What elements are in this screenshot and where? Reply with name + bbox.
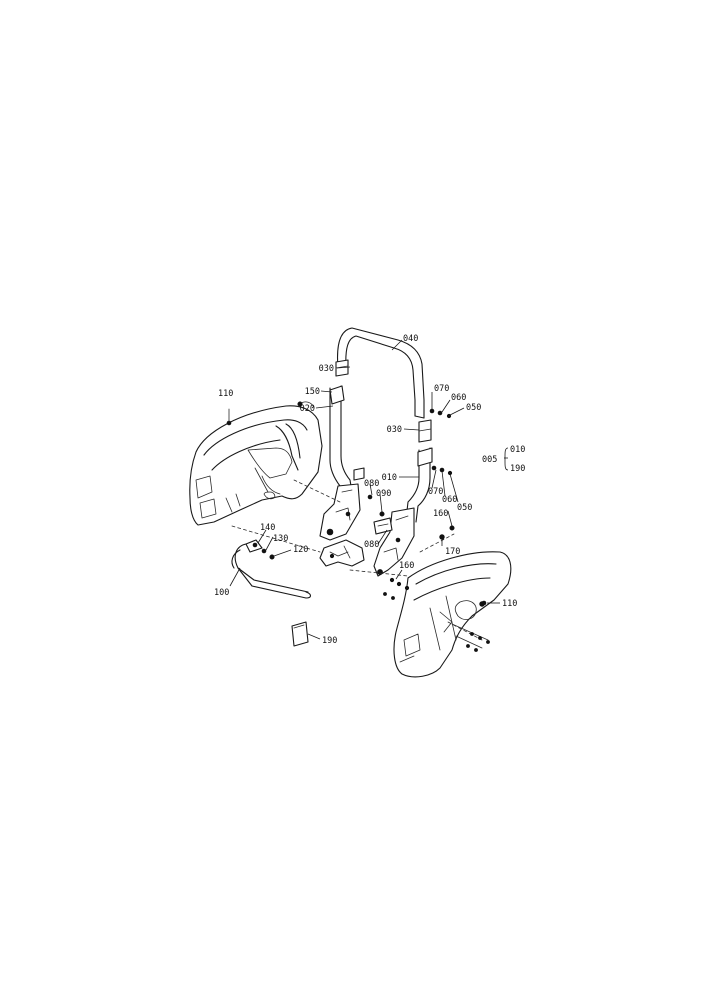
- callout-050-top: 050: [466, 403, 481, 413]
- callout-110-right: 110: [502, 599, 517, 609]
- left-mount-bracket: [319, 539, 365, 567]
- callout-050-mid: 050: [457, 503, 472, 513]
- callout-040: 040: [403, 334, 418, 344]
- right-rops-post: [373, 447, 433, 577]
- callout-080-bottom: 080: [364, 540, 379, 550]
- callout-060-top: 060: [451, 393, 466, 403]
- callout-005-010: 010: [510, 445, 525, 455]
- callout-030-left: 030: [319, 364, 334, 374]
- right-fender-bolts: [451, 623, 490, 652]
- hardware: [226, 408, 487, 606]
- right-plate: [373, 517, 393, 535]
- callout-160-bottom: 160: [399, 561, 414, 571]
- callout-170: 170: [445, 547, 460, 557]
- callout-005: 005: [482, 455, 497, 465]
- callout-060-mid: 060: [442, 495, 457, 505]
- left-fender: [189, 401, 323, 526]
- right-cushion: [418, 419, 432, 443]
- callout-160-top: 160: [433, 509, 448, 519]
- callout-005-brace: [504, 447, 509, 471]
- callout-070-mid: 070: [428, 487, 443, 497]
- left-rops-post: [319, 385, 361, 541]
- callout-080-top: 080: [364, 479, 379, 489]
- callout-150: 150: [305, 387, 320, 397]
- callout-030-right: 030: [387, 425, 402, 435]
- callout-010: 010: [382, 473, 397, 483]
- callout-090: 090: [376, 489, 391, 499]
- callout-120: 120: [293, 545, 308, 555]
- callout-100: 100: [214, 588, 229, 598]
- callout-005-190: 190: [510, 464, 525, 474]
- callout-070-top: 070: [434, 384, 449, 394]
- callout-labels: 040 030 150 020 070 060 050 030 110 010 …: [214, 334, 525, 646]
- callout-110-left: 110: [218, 389, 233, 399]
- callout-130: 130: [273, 534, 288, 544]
- callout-190: 190: [322, 636, 337, 646]
- leader-lines: [229, 339, 508, 640]
- decal-plate: [291, 621, 309, 647]
- callout-140: 140: [260, 523, 275, 533]
- right-fender: [393, 551, 512, 678]
- callout-020: 020: [300, 404, 315, 414]
